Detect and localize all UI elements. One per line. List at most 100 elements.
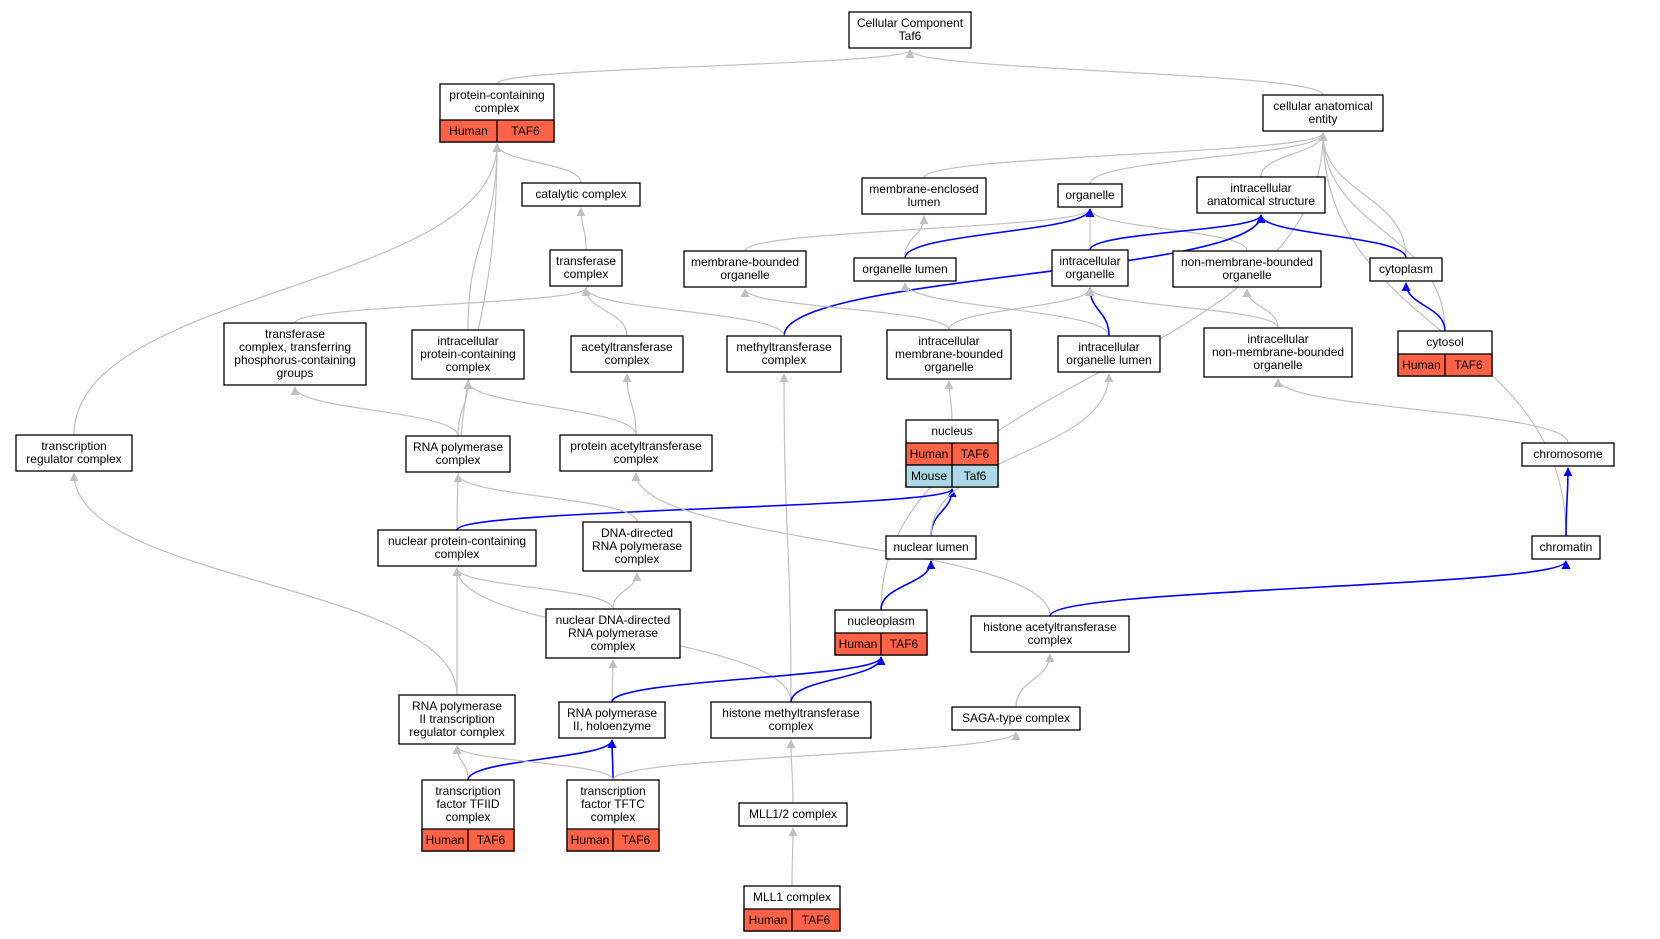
node-label-line: nuclear lumen <box>893 540 968 554</box>
node-label-line: nucleus <box>931 424 972 438</box>
node-chromosome[interactable]: chromosome <box>1521 442 1615 467</box>
edge-acetyltransferase-complex-to-transferase-complex <box>581 287 628 337</box>
edge-cytoplasm-to-intracellular-anatomical-structure <box>1256 214 1407 259</box>
edge-tfiid-to-rna-pol-ii-holoenzyme <box>467 739 617 781</box>
edge-catalytic-complex-to-protein-containing-complex <box>492 143 582 184</box>
node-label-line: transferase <box>556 254 616 268</box>
edge-intracellular-anatomical-structure-to-cellular-anatomical-entity <box>1260 132 1328 178</box>
edge-cytosol-to-cellular-anatomical-entity <box>1318 132 1446 332</box>
edge-chromatin-to-chromosome <box>1563 467 1573 537</box>
node-box <box>861 177 987 215</box>
node-label-line: intracellular <box>1059 254 1120 268</box>
edge-intracellular-protein-containing-complex-to-protein-containing-complex <box>467 143 502 331</box>
node-saga-type-complex[interactable]: SAGA-type complex <box>951 706 1081 731</box>
node-label-line: organelle <box>924 360 974 374</box>
node-label-line: complex <box>435 547 480 561</box>
edge-histone-acetyltransferase-complex-to-chromatin <box>1049 560 1571 617</box>
node-label-line: RNA polymerase <box>413 440 503 454</box>
node-mll1-2-complex[interactable]: MLL1/2 complex <box>738 802 848 827</box>
node-box <box>558 701 666 739</box>
edge-intracellular-membrane-bounded-organelle-to-intracellular-organelle <box>948 287 1095 331</box>
node-label-line: RNA polymerase <box>592 539 682 553</box>
node-cytoplasm[interactable]: cytoplasm <box>1369 257 1443 282</box>
edge-organelle-lumen-to-organelle <box>904 208 1095 259</box>
node-chromatin[interactable]: chromatin <box>1531 535 1601 560</box>
node-label-line: phosphorus-containing <box>234 353 355 367</box>
edge-histone-acetyltransferase-complex-to-protein-acetyltransferase-complex <box>631 472 1051 617</box>
edge-cellular-anatomical-entity-to-root <box>905 49 1324 96</box>
node-organelle[interactable]: organelle <box>1057 183 1123 208</box>
edge-intracellular-organelle-lumen-to-organelle-lumen <box>900 282 1110 337</box>
edge-rna-pol-ii-transcription-regulator-complex-to-transcription-regulator-complex <box>69 472 458 696</box>
node-box <box>1057 183 1123 208</box>
edge-transferase-phospho-to-transferase-complex <box>294 287 591 324</box>
gene-symbol: TAF6 <box>477 833 506 847</box>
node-label-line: non-membrane-bounded <box>1181 255 1313 269</box>
edge-nucleus-to-intracellular-membrane-bounded-organelle <box>944 380 954 421</box>
edge-intracellular-membrane-bounded-organelle-to-membrane-bounded-organelle <box>740 288 950 331</box>
species-name: Human <box>1402 358 1441 372</box>
edge-cytoplasm-to-cellular-anatomical-entity <box>1318 132 1407 259</box>
node-label-line: complex <box>564 267 609 281</box>
node-box <box>1196 176 1326 214</box>
node-intracellular-non-membrane-bounded-organelle[interactable]: intracellularnon-membrane-boundedorganel… <box>1203 327 1353 378</box>
node-label-line: non-membrane-bounded <box>1212 345 1344 359</box>
node-label-line: methyltransferase <box>736 340 832 354</box>
edge-transferase-complex-to-catalytic-complex <box>576 207 587 251</box>
node-label-line: groups <box>277 366 314 380</box>
node-label-line: complex <box>769 719 814 733</box>
node-catalytic-complex[interactable]: catalytic complex <box>521 182 641 207</box>
node-label-line: intracellular <box>437 334 498 348</box>
species-name: Mouse <box>911 469 947 483</box>
node-label-line: nuclear protein-containing <box>388 534 526 548</box>
node-organelle-lumen[interactable]: organelle lumen <box>853 257 957 282</box>
node-label-line: RNA polymerase <box>567 706 657 720</box>
node-nuclear-lumen[interactable]: nuclear lumen <box>885 535 977 560</box>
edge-cytosol-to-cytoplasm <box>1401 282 1446 332</box>
node-label-line: Cellular Component <box>857 16 964 30</box>
node-label-line: organelle <box>1065 188 1115 202</box>
node-box <box>885 535 977 560</box>
node-label-line: protein-containing <box>449 88 544 102</box>
node-label-line: intracellular <box>1230 181 1291 195</box>
node-box <box>1262 94 1384 132</box>
edge-methyltransferase-complex-to-transferase-complex <box>581 287 785 337</box>
node-label-line: intracellular <box>1247 332 1308 346</box>
node-box <box>549 249 623 287</box>
node-label-line: organelle lumen <box>862 262 947 276</box>
edge-membrane-enclosed-lumen-to-cellular-anatomical-entity <box>923 132 1328 179</box>
node-label-line: organelle lumen <box>1066 353 1151 367</box>
node-label-line: chromatin <box>1540 540 1593 554</box>
